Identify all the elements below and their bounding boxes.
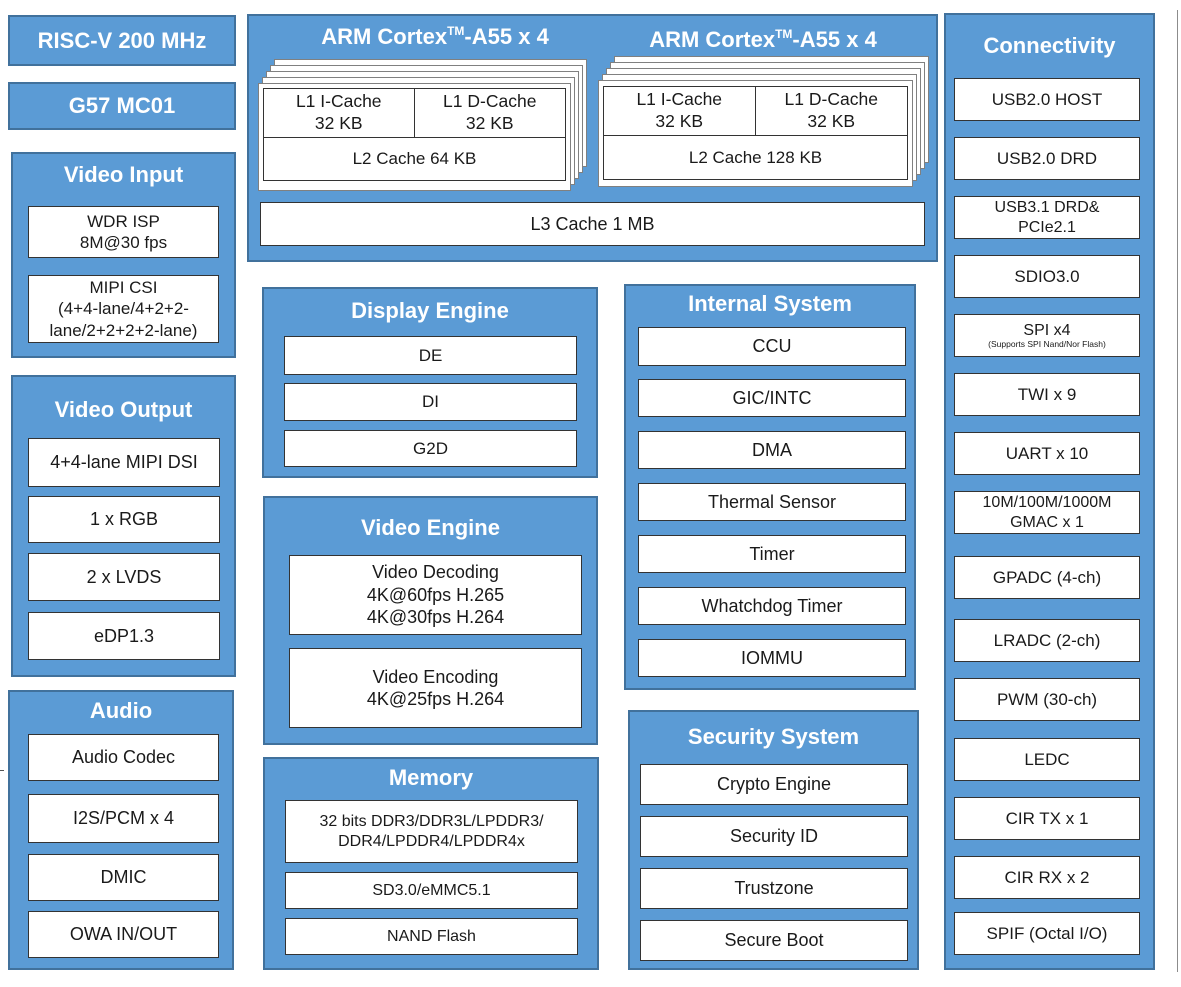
video-engine-panel: Video Engine Video Decoding 4K@60fps H.2… bbox=[263, 496, 598, 745]
spi-note: (Supports SPI Nand/Nor Flash) bbox=[988, 339, 1106, 350]
security-system-title: Security System bbox=[687, 724, 860, 749]
watchdog-timer-block: Whatchdog Timer bbox=[638, 587, 906, 625]
audio-codec-block: Audio Codec bbox=[28, 734, 219, 781]
crypto-engine-block: Crypto Engine bbox=[640, 764, 908, 805]
sd-emmc-block: SD3.0/eMMC5.1 bbox=[285, 872, 578, 909]
dma-block: DMA bbox=[638, 431, 906, 469]
connectivity-title: Connectivity bbox=[983, 33, 1116, 58]
cpu-panel: ARM CortexTM-A55 x 4 ARM CortexTM-A55 x … bbox=[247, 14, 938, 262]
uart-block: UART x 10 bbox=[954, 432, 1140, 475]
cache-table: L1 I-Cache 32 KB L1 D-Cache 32 KB L2 Cac… bbox=[263, 88, 566, 181]
usb3-pcie-block: USB3.1 DRD& PCIe2.1 bbox=[954, 196, 1140, 239]
video-encoding-block: Video Encoding 4K@25fps H.264 bbox=[289, 648, 582, 728]
secure-boot-block: Secure Boot bbox=[640, 920, 908, 961]
spif-block: SPIF (Octal I/O) bbox=[954, 912, 1140, 955]
cpu-cluster-title-main: ARM Cortex bbox=[649, 27, 776, 52]
audio-panel: Audio Audio Codec I2S/PCM x 4 DMIC OWA I… bbox=[8, 690, 234, 970]
l3-cache-block: L3 Cache 1 MB bbox=[260, 202, 925, 246]
gpadc-block: GPADC (4-ch) bbox=[954, 556, 1140, 599]
l1-dcache-cell: L1 D-Cache 32 KB bbox=[414, 89, 565, 138]
owa-block: OWA IN/OUT bbox=[28, 911, 219, 958]
mipi-dsi-block: 4+4-lane MIPI DSI bbox=[28, 438, 220, 487]
l2-cache-cell: L2 Cache 64 KB bbox=[352, 149, 477, 169]
cache-table: L1 I-Cache 32 KB L1 D-Cache 32 KB L2 Cac… bbox=[603, 86, 908, 180]
nand-flash-block: NAND Flash bbox=[285, 918, 578, 955]
video-decoding-block: Video Decoding 4K@60fps H.265 4K@30fps H… bbox=[289, 555, 582, 635]
sdio-block: SDIO3.0 bbox=[954, 255, 1140, 298]
cpu-cluster-title-tail: -A55 x 4 bbox=[464, 24, 549, 49]
video-engine-title: Video Engine bbox=[361, 515, 500, 540]
right-edge-line bbox=[1177, 10, 1178, 972]
di-block: DI bbox=[284, 383, 577, 421]
trademark-superscript: TM bbox=[775, 27, 793, 41]
usb2-host-block: USB2.0 HOST bbox=[954, 78, 1140, 121]
left-edge-tick bbox=[0, 770, 4, 771]
gmac-block: 10M/100M/1000M GMAC x 1 bbox=[954, 491, 1140, 534]
video-input-title: Video Input bbox=[63, 162, 184, 187]
riscv-core-block: RISC-V 200 MHz bbox=[8, 15, 236, 66]
cir-rx-block: CIR RX x 2 bbox=[954, 856, 1140, 899]
dram-block: 32 bits DDR3/DDR3L/LPDDR3/ DDR4/LPDDR4/L… bbox=[285, 800, 578, 863]
mipi-csi-block: MIPI CSI (4+4-lane/4+2+2- lane/2+2+2+2-l… bbox=[28, 275, 219, 343]
l1-icache-cell: L1 I-Cache 32 KB bbox=[264, 89, 415, 138]
core-card: L1 I-Cache 32 KB L1 D-Cache 32 KB L2 Cac… bbox=[258, 83, 571, 191]
gic-intc-block: GIC/INTC bbox=[638, 379, 906, 417]
video-input-panel: Video Input WDR ISP 8M@30 fps MIPI CSI (… bbox=[11, 152, 236, 358]
cpu-cluster-title-tail: -A55 x 4 bbox=[792, 27, 877, 52]
trustzone-block: Trustzone bbox=[640, 868, 908, 909]
audio-title: Audio bbox=[89, 698, 153, 723]
lvds-block: 2 x LVDS bbox=[28, 553, 220, 601]
de-block: DE bbox=[284, 336, 577, 375]
l1-icache-cell: L1 I-Cache 32 KB bbox=[604, 87, 756, 137]
iommu-block: IOMMU bbox=[638, 639, 906, 677]
security-id-block: Security ID bbox=[640, 816, 908, 857]
security-system-panel: Security System Crypto Engine Security I… bbox=[628, 710, 919, 970]
connectivity-panel: Connectivity USB2.0 HOST USB2.0 DRD USB3… bbox=[944, 13, 1155, 970]
cpu-cluster-title: ARM CortexTM-A55 x 4 bbox=[597, 25, 929, 55]
display-engine-panel: Display Engine DE DI G2D bbox=[262, 287, 598, 478]
display-engine-title: Display Engine bbox=[351, 298, 509, 323]
spi-label: SPI x4 bbox=[1023, 322, 1071, 340]
spi-block: SPI x4 (Supports SPI Nand/Nor Flash) bbox=[954, 314, 1140, 357]
pwm-block: PWM (30-ch) bbox=[954, 678, 1140, 721]
core-card: L1 I-Cache 32 KB L1 D-Cache 32 KB L2 Cac… bbox=[598, 80, 913, 187]
timer-block: Timer bbox=[638, 535, 906, 573]
l1-dcache-cell: L1 D-Cache 32 KB bbox=[755, 87, 907, 137]
thermal-sensor-block: Thermal Sensor bbox=[638, 483, 906, 521]
internal-system-panel: Internal System CCU GIC/INTC DMA Thermal… bbox=[624, 284, 916, 690]
memory-title: Memory bbox=[388, 765, 474, 790]
usb2-drd-block: USB2.0 DRD bbox=[954, 137, 1140, 180]
ccu-block: CCU bbox=[638, 327, 906, 366]
ledc-block: LEDC bbox=[954, 738, 1140, 781]
rgb-block: 1 x RGB bbox=[28, 496, 220, 543]
trademark-superscript: TM bbox=[447, 24, 465, 38]
lradc-block: LRADC (2-ch) bbox=[954, 619, 1140, 662]
dmic-block: DMIC bbox=[28, 854, 219, 901]
twi-block: TWI x 9 bbox=[954, 373, 1140, 416]
i2s-pcm-block: I2S/PCM x 4 bbox=[28, 794, 219, 843]
cpu-cluster-title-main: ARM Cortex bbox=[321, 24, 448, 49]
edp-block: eDP1.3 bbox=[28, 612, 220, 660]
l2-cache-cell: L2 Cache 128 KB bbox=[688, 148, 823, 168]
gpu-block: G57 MC01 bbox=[8, 82, 236, 130]
cpu-cluster: L1 I-Cache 32 KB L1 D-Cache 32 KB L2 Cac… bbox=[598, 56, 929, 187]
memory-panel: Memory 32 bits DDR3/DDR3L/LPDDR3/ DDR4/L… bbox=[263, 757, 599, 970]
video-output-panel: Video Output 4+4-lane MIPI DSI 1 x RGB 2… bbox=[11, 375, 236, 677]
cpu-cluster: L1 I-Cache 32 KB L1 D-Cache 32 KB L2 Cac… bbox=[258, 59, 587, 191]
g2d-block: G2D bbox=[284, 430, 577, 467]
cir-tx-block: CIR TX x 1 bbox=[954, 797, 1140, 840]
wdr-isp-block: WDR ISP 8M@30 fps bbox=[28, 206, 219, 258]
video-output-title: Video Output bbox=[54, 397, 193, 422]
cpu-cluster-title: ARM CortexTM-A55 x 4 bbox=[258, 22, 612, 52]
internal-system-title: Internal System bbox=[688, 291, 852, 316]
